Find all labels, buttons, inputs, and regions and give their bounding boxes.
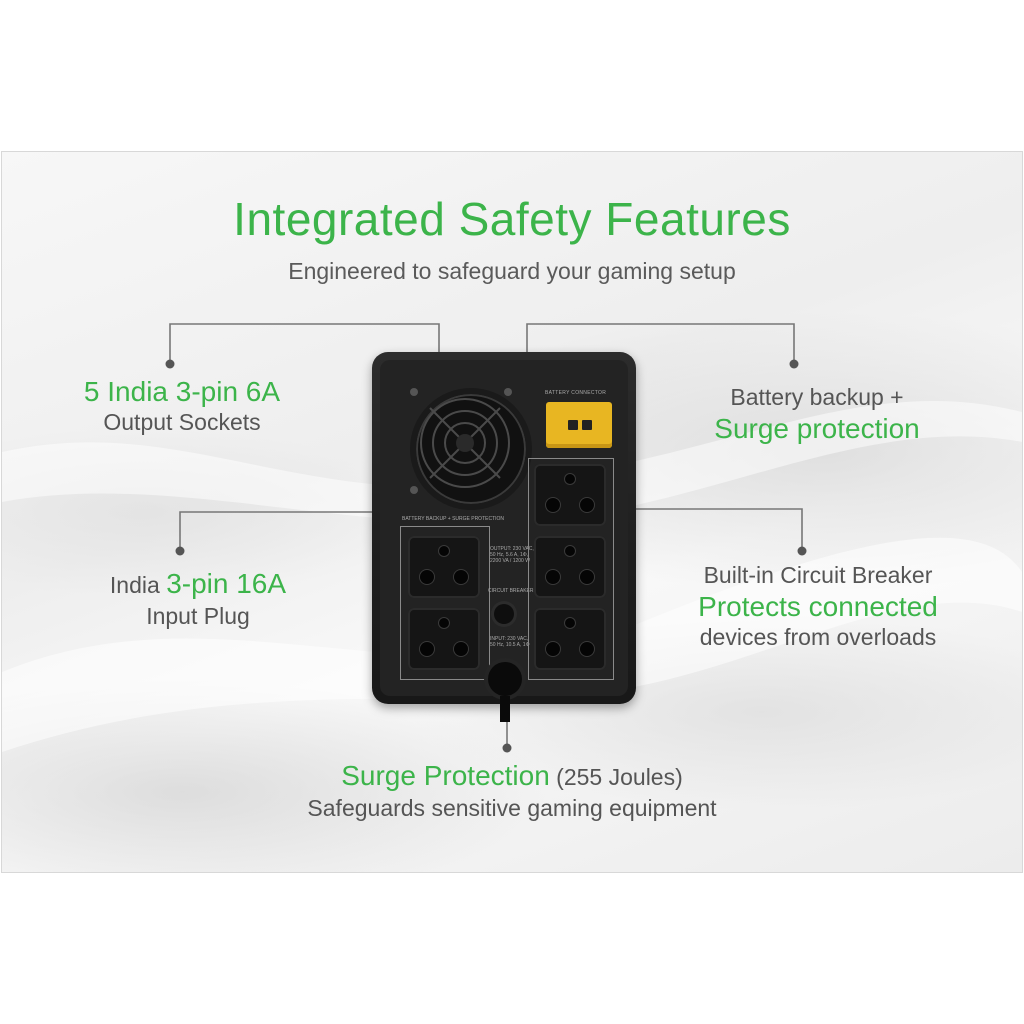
- battery-connector-label: BATTERY CONNECTOR: [545, 390, 607, 396]
- breaker-label: CIRCUIT BREAKER: [488, 588, 534, 594]
- battery-backup-highlight: Surge protection: [714, 413, 920, 444]
- background-swoosh: [2, 401, 1022, 752]
- callout-dot: [797, 546, 807, 556]
- ups-back-panel: BATTERY CONNECTOR BATTERY BACKUP + SURGE…: [380, 360, 628, 722]
- battery-backup-text: Battery backup +: [730, 384, 904, 410]
- callout-surge-protection: Surge Protection (255 Joules) Safeguards…: [222, 760, 802, 824]
- battery-connector: [546, 402, 612, 448]
- input-plug-icon: [488, 662, 522, 696]
- ups-device: BATTERY CONNECTOR BATTERY BACKUP + SURGE…: [372, 352, 636, 722]
- callout-output-sockets: 5 India 3-pin 6A Output Sockets: [62, 376, 302, 438]
- output-sockets-highlight: 5 India 3-pin 6A: [83, 376, 281, 407]
- callout-circuit-breaker: Built-in Circuit Breaker Protects connec…: [670, 560, 966, 653]
- left-socket-group: [400, 526, 490, 680]
- input-plug-prefix: India: [109, 572, 167, 598]
- feature-panel: Integrated Safety Features Engineered to…: [1, 151, 1023, 873]
- input-rating-label: INPUT: 230 VAC, 50 Hz, 10.5 A, 1Φ: [490, 636, 530, 648]
- surge-highlight: Surge Protection: [341, 760, 550, 791]
- callout-dot: [175, 546, 185, 556]
- input-plug-highlight: 3-pin 16A: [166, 568, 287, 599]
- callout-input-plug: India 3-pin 16A Input Plug: [68, 568, 328, 632]
- output-socket: [534, 608, 606, 670]
- fan-grille-icon: [410, 388, 532, 510]
- right-socket-group: [528, 458, 614, 680]
- output-socket: [534, 536, 606, 598]
- callout-lines: [165, 323, 807, 753]
- callout-dot: [789, 359, 799, 369]
- power-cord: [500, 696, 510, 722]
- circuit-breaker-highlight: Protects connected: [698, 591, 938, 622]
- output-rating-label: OUTPUT: 230 VAC, 50 Hz, 5.6 A, 1Φ, 2200 …: [490, 546, 534, 564]
- circuit-breaker-text: Built-in Circuit Breaker: [703, 562, 933, 588]
- page-title: Integrated Safety Features: [233, 193, 791, 245]
- callout-dot: [165, 359, 175, 369]
- callout-dot: [502, 743, 512, 753]
- screw-icon: [504, 388, 512, 396]
- output-socket: [408, 536, 480, 598]
- circuit-breaker-text2: devices from overloads: [699, 624, 937, 650]
- output-sockets-text: Output Sockets: [103, 409, 261, 435]
- input-plug-text: Input Plug: [146, 603, 250, 629]
- surge-suffix: (255 Joules): [549, 764, 683, 790]
- callout-battery-backup: Battery backup + Surge protection: [682, 382, 952, 444]
- backup-label: BATTERY BACKUP + SURGE PROTECTION: [402, 516, 505, 522]
- output-socket: [534, 464, 606, 526]
- surge-text: Safeguards sensitive gaming equipment: [307, 795, 717, 821]
- screw-icon: [410, 388, 418, 396]
- screw-icon: [410, 486, 418, 494]
- page-subtitle: Engineered to safeguard your gaming setu…: [288, 258, 736, 284]
- output-socket: [408, 608, 480, 670]
- circuit-breaker-button[interactable]: [494, 604, 514, 624]
